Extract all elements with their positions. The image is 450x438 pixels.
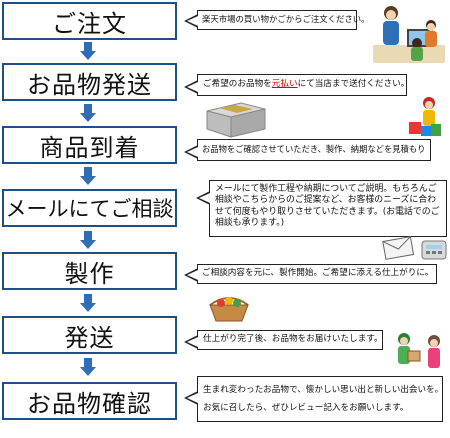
step-label: 発送: [64, 323, 115, 352]
down-arrow-icon: [80, 294, 96, 312]
envelope-phone-icon: [382, 236, 447, 260]
note-text: メールにて製作工程や納期についてご説明。もちろんご相談やこちらからのご提案など、…: [215, 184, 440, 229]
step-consult: メールにてご相談: [2, 189, 177, 227]
note-highlight: 元払い: [271, 79, 298, 89]
step-confirm: お品物確認: [2, 382, 177, 420]
step-order: ご注文: [2, 2, 177, 40]
person-with-gifts-icon: [409, 97, 441, 136]
step-label: ご注文: [52, 9, 127, 38]
family-computer-icon: [373, 6, 445, 63]
down-arrow-icon: [80, 231, 96, 249]
note-text: お品物をご確認させていただき、製作、納期などを見積もり: [202, 144, 426, 154]
step-label: お品物発送: [27, 70, 152, 99]
note-text: ご希望のお品物を: [203, 79, 272, 89]
step-ship-item: お品物発送: [2, 63, 177, 101]
step-return-ship: 発送: [2, 316, 177, 354]
down-arrow-icon: [80, 104, 96, 122]
step-label: 製作: [64, 259, 115, 288]
note-text: 生まれ変わったお品物で、懐かしい思い出と新しい出会いを。: [203, 385, 444, 395]
callout-ship-item: ご希望のお品物を元払いにて当店まで送付ください。: [184, 74, 410, 96]
callout-production: ご相談内容を元に、製作開始。ご希望に添える仕上がりに。: [184, 264, 437, 284]
step-label: メールにてご相談: [5, 197, 174, 221]
step-label: 商品到着: [39, 133, 140, 162]
package-box-icon: [206, 102, 266, 138]
step-label: お品物確認: [27, 389, 152, 418]
note-text: 仕上がり完了後、お品物をお届けいたします。: [203, 334, 383, 344]
callout-confirm: 生まれ変わったお品物で、懐かしい思い出と新しい出会いを。 お気に召したら、ぜひレ…: [184, 376, 444, 422]
callout-consult: メールにて製作工程や納期についてご説明。もちろんご相談やこちらからのご提案など、…: [196, 180, 447, 237]
note-text: 楽天市場の買い物かごからご注文ください。: [202, 14, 370, 24]
callout-return-ship: 仕上がり完了後、お品物をお届けいたします。: [184, 330, 383, 350]
note-text: ご相談内容を元に、製作開始。ご希望に添える仕上がりに。: [202, 268, 434, 278]
down-arrow-icon: [80, 358, 96, 376]
basket-icon: [209, 297, 249, 322]
down-arrow-icon: [80, 42, 96, 60]
note-text: お気に召したら、ぜひレビュー記入をお願いします。: [203, 402, 409, 413]
delivery-person-icon: [398, 333, 440, 368]
step-production: 製作: [2, 252, 177, 290]
callout-order: 楽天市場の買い物かごからご注文ください。: [184, 10, 370, 30]
callout-arrival: お品物をご確認させていただき、製作、納期などを見積もり: [184, 139, 431, 161]
step-arrival: 商品到着: [2, 126, 177, 164]
down-arrow-icon: [80, 167, 96, 185]
note-text: にて当店まで送付ください。: [297, 79, 410, 89]
